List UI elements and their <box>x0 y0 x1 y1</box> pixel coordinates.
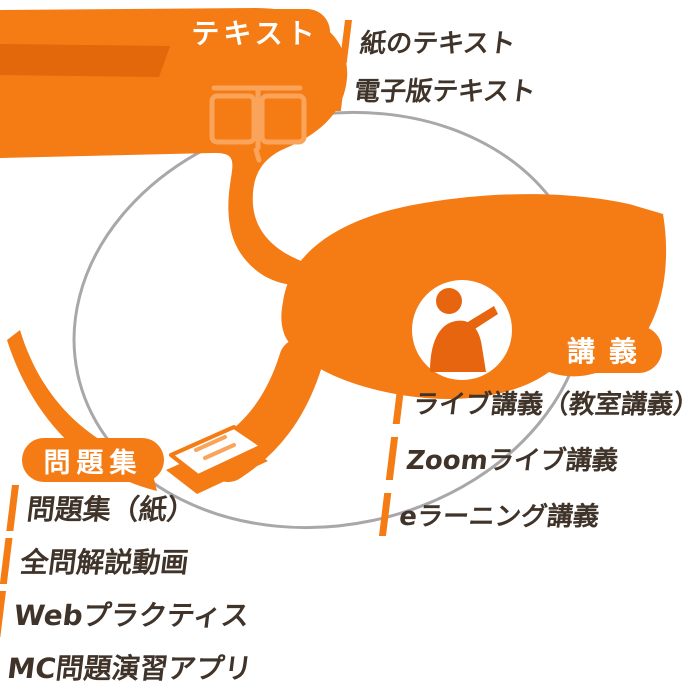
workbook-item-list: 問題集（紙） 全問解説動画 Webプラクティス MC問題演習アプリ <box>0 485 275 697</box>
list-item: eラーニング講義 <box>378 493 689 536</box>
notebook-pencil-icon <box>166 425 268 494</box>
node-workbook-label-text: 問題集 <box>43 447 143 479</box>
arrow-swoosh-top <box>0 8 348 287</box>
list-item: 問題集（紙） <box>6 485 275 531</box>
list-item: 紙のテキスト <box>339 20 545 63</box>
node-text-label: テキスト <box>180 9 330 55</box>
learning-cycle-diagram: テキスト 講 義 問題集 紙のテキスト 電子版テキスト ライブ講義（教室講義） … <box>0 8 700 690</box>
open-book-icon <box>209 85 307 163</box>
list-item: ライブ講義（教室講義） <box>392 381 700 424</box>
node-text-label-text: テキスト <box>191 17 319 50</box>
list-item: 電子版テキスト <box>333 68 539 111</box>
list-item: 全問解説動画 <box>0 538 268 584</box>
teacher-icon <box>430 288 498 372</box>
list-item: MC問題演習アプリ <box>0 644 255 690</box>
list-item: Zoomライブ講義 <box>385 437 696 480</box>
node-lecture-label: 講 義 <box>544 326 662 373</box>
arrow-band-dark <box>0 44 170 77</box>
lecture-item-list: ライブ講義（教室講義） Zoomライブ講義 eラーニング講義 <box>377 381 700 549</box>
list-item: Webプラクティス <box>0 591 262 637</box>
node-workbook-label: 問題集 <box>22 438 164 482</box>
node-lecture-label-text: 講 義 <box>567 334 639 368</box>
text-item-list: 紙のテキスト 電子版テキスト <box>333 20 545 116</box>
